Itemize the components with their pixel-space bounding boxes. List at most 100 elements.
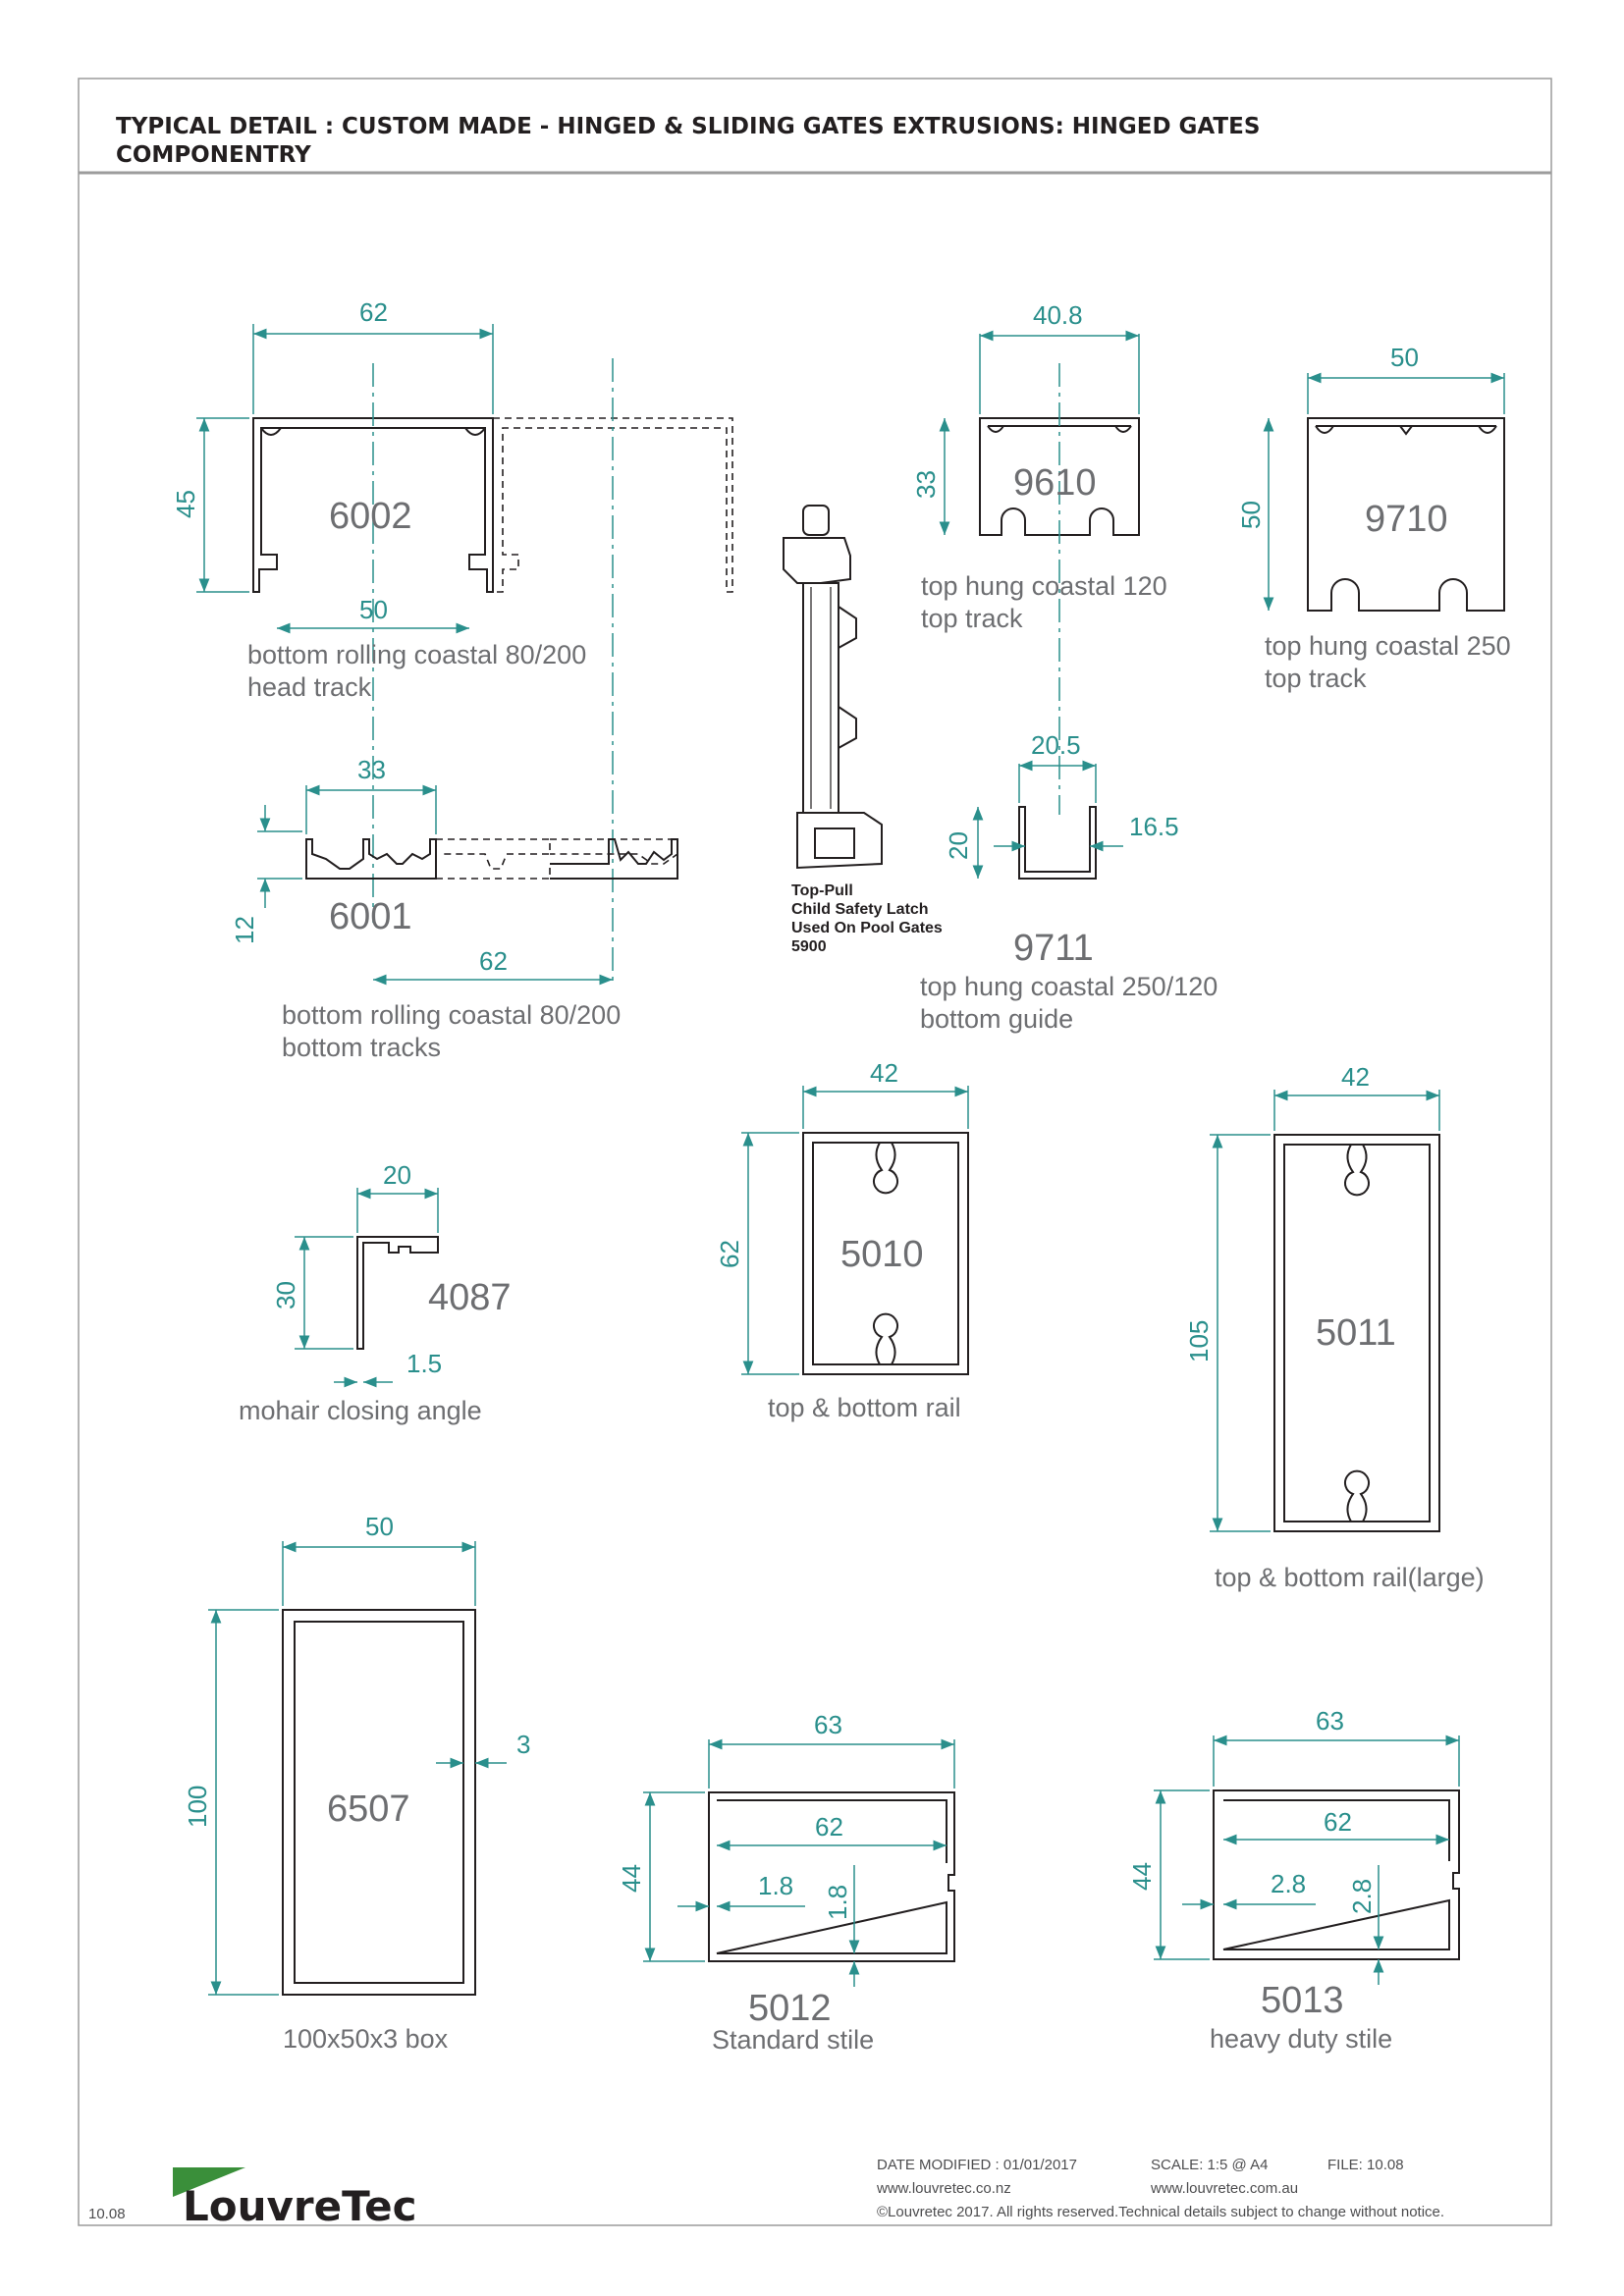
- dim-9610-height: 33: [911, 470, 941, 499]
- desc-6002-1: bottom rolling coastal 80/200: [247, 640, 586, 669]
- profile-4087: 20 30 1.5 4087 mohair closing angle: [239, 1160, 512, 1425]
- footer: 10.08 LouvreTec DATE MODIFIED : 01/01/20…: [88, 2157, 1444, 2230]
- dim-9711-inner: 16.5: [1129, 812, 1179, 841]
- copyright-notice: ©Louvretec 2017. All rights reserved.Tec…: [877, 2204, 1444, 2220]
- scale: SCALE: 1:5 @ A4: [1151, 2157, 1268, 2173]
- profile-5010-screwport-bottom: [873, 1312, 898, 1365]
- latch-label-1: Top-Pull: [791, 882, 853, 899]
- code-9610: 9610: [1013, 462, 1097, 504]
- latch-head: [783, 537, 851, 584]
- dim-5013-wall2: 2.8: [1347, 1879, 1377, 1914]
- dim-5012-height: 44: [617, 1864, 646, 1893]
- title-line-2: COMPONENTRY: [116, 142, 311, 168]
- profile-9711: 20.5 20 16.5 9711 top hung coastal 250/1…: [920, 730, 1218, 1034]
- profile-6002-adjacent-dashed: [493, 417, 733, 593]
- profile-5013: 63 62 44 2.8 2.8 5013 heavy duty stile: [1127, 1706, 1460, 2054]
- desc-5013: heavy duty stile: [1210, 2024, 1392, 2054]
- dim-6001-span: 62: [479, 946, 508, 976]
- profile-5013-inner: [1222, 1799, 1450, 1950]
- dim-6001-height: 12: [230, 916, 259, 944]
- profile-5011-screwport-top: [1344, 1144, 1370, 1197]
- title-line-1: TYPICAL DETAIL : CUSTOM MADE - HINGED & …: [116, 114, 1260, 139]
- date-modified: DATE MODIFIED : 01/01/2017: [877, 2157, 1077, 2173]
- code-5010: 5010: [840, 1234, 924, 1275]
- code-5011: 5011: [1316, 1312, 1396, 1354]
- desc-9710-1: top hung coastal 250: [1265, 631, 1511, 661]
- desc-9610-2: top track: [921, 604, 1023, 633]
- profile-5011-outer: [1273, 1134, 1440, 1532]
- dim-5012-wall: 1.8: [758, 1871, 793, 1900]
- dim-6507-thick: 3: [516, 1730, 530, 1759]
- website-nz: www.louvretec.co.nz: [876, 2180, 1011, 2197]
- profile-6001: 33 12 62 6001 bottom rolling coastal 80/…: [230, 755, 678, 1062]
- profile-9710: 50 50 9710 top hung coastal 250 top trac…: [1236, 343, 1511, 693]
- desc-6001-1: bottom rolling coastal 80/200: [282, 1000, 621, 1030]
- code-9711: 9711: [1013, 928, 1094, 969]
- profile-6507-outer: [282, 1609, 476, 1996]
- profile-6507-inner: [294, 1621, 464, 1984]
- latch-5900: Top-Pull Child Safety Latch Used On Pool…: [783, 505, 943, 955]
- code-9710: 9710: [1365, 499, 1448, 540]
- desc-6002-2: head track: [247, 672, 372, 702]
- dim-5011-height: 105: [1184, 1320, 1214, 1362]
- dim-5012-wall2: 1.8: [823, 1885, 852, 1920]
- latch-label-3: Used On Pool Gates: [791, 920, 943, 936]
- profile-9610-inner: [987, 425, 1132, 433]
- profile-9711-outline: [1018, 806, 1097, 880]
- dim-5012-inner: 62: [815, 1812, 843, 1842]
- dim-5011-width: 42: [1341, 1062, 1370, 1092]
- dim-9711-height: 20: [944, 831, 973, 860]
- desc-9710-2: top track: [1265, 664, 1367, 693]
- code-5012: 5012: [748, 1988, 832, 2029]
- profile-6002-top-rebate: [260, 427, 486, 436]
- logo-mark: [173, 2167, 245, 2197]
- profile-5010-inner: [812, 1142, 959, 1365]
- dim-6507-width: 50: [365, 1512, 394, 1541]
- dim-9710-height: 50: [1236, 501, 1266, 529]
- profile-5010-screwport-top: [873, 1142, 898, 1195]
- profile-9710-outline: [1307, 417, 1505, 612]
- code-4087: 4087: [428, 1277, 512, 1318]
- desc-9610-1: top hung coastal 120: [921, 571, 1167, 601]
- latch-label-4: 5900: [791, 938, 827, 955]
- dim-6001-top: 33: [357, 755, 386, 784]
- dim-9710-width: 50: [1390, 343, 1419, 372]
- profile-5013-outer: [1213, 1789, 1460, 1960]
- desc-5010: top & bottom rail: [768, 1393, 961, 1422]
- dim-6002-inner: 50: [359, 595, 388, 624]
- dim-5010-height: 62: [715, 1240, 744, 1268]
- dim-5010-width: 42: [870, 1058, 898, 1088]
- profile-5012-inner: [716, 1799, 947, 1954]
- profile-6001-outline: [305, 838, 437, 880]
- dim-9711-width: 20.5: [1031, 730, 1081, 760]
- dim-5013-height: 44: [1127, 1862, 1157, 1891]
- profile-6001-right: [550, 838, 678, 880]
- profile-9610-outline: [979, 417, 1140, 536]
- profile-5012: 63 62 44 1.8 1.8 5012 Standard stile: [617, 1710, 955, 2055]
- desc-9711-1: top hung coastal 250/120: [920, 972, 1218, 1001]
- page-number: 10.08: [88, 2206, 126, 2222]
- code-5013: 5013: [1261, 1980, 1344, 2021]
- latch-tab: [838, 606, 857, 749]
- desc-9711-2: bottom guide: [920, 1004, 1073, 1034]
- dim-4087-thick: 1.5: [406, 1349, 442, 1378]
- desc-6507: 100x50x3 box: [283, 2024, 449, 2054]
- profile-5012-outer: [708, 1791, 955, 1962]
- dim-6002-width: 62: [359, 297, 388, 327]
- profile-9710-inner: [1315, 425, 1497, 436]
- profile-5011-screwport-bottom: [1344, 1469, 1370, 1522]
- profile-6001-adjacent-dashed: [436, 838, 678, 880]
- profile-5010: 42 62 5010 top & bottom rail: [715, 1058, 969, 1422]
- desc-5012: Standard stile: [712, 2025, 874, 2055]
- latch-knob: [802, 505, 830, 536]
- sheet-border: [78, 78, 1552, 2226]
- file-ref: FILE: 10.08: [1327, 2157, 1404, 2173]
- dim-6507-height: 100: [183, 1786, 212, 1828]
- profile-5011: 42 105 5011 top & bottom rail(large): [1184, 1062, 1485, 1592]
- desc-4087: mohair closing angle: [239, 1396, 482, 1425]
- latch-base-plate: [814, 828, 855, 859]
- dim-9610-width: 40.8: [1033, 300, 1083, 330]
- dim-5013-width: 63: [1316, 1706, 1344, 1735]
- latch-base: [796, 812, 883, 870]
- brand-logo: LouvreTec: [183, 2182, 417, 2230]
